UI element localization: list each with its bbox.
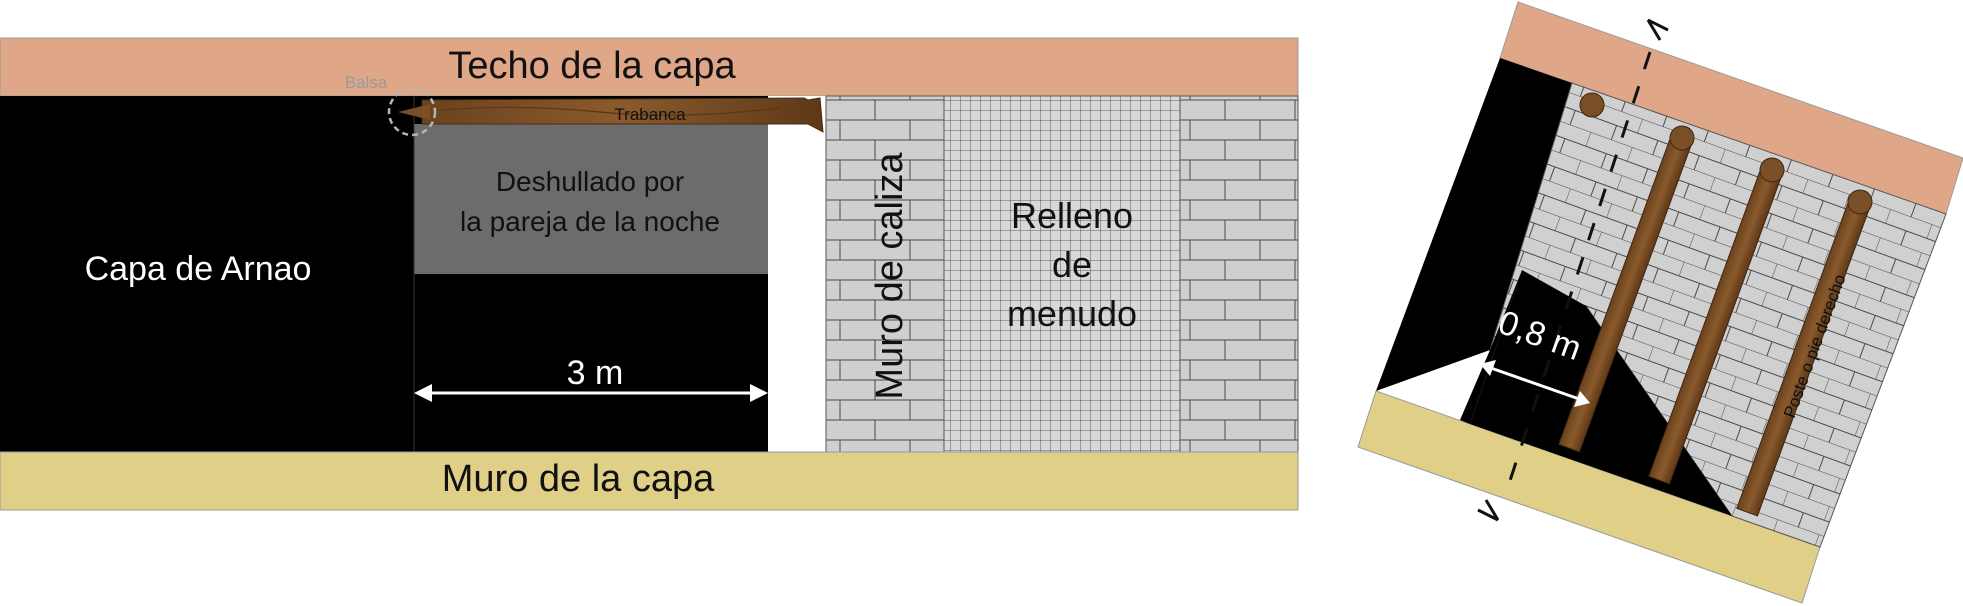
- roof-layer: [0, 37, 1299, 97]
- post-2: [1648, 157, 1785, 485]
- width-arrow: [414, 384, 768, 402]
- post-1: [1558, 125, 1695, 453]
- floor-layer: [0, 451, 1299, 511]
- crossbar-end: [1579, 92, 1605, 118]
- plan-floor: [1357, 390, 1821, 604]
- plan-seam: [1376, 58, 1572, 391]
- fill-label-3: menudo: [1007, 293, 1137, 334]
- width-label: 3 m: [567, 354, 624, 392]
- crossbar-label: Trabanca: [614, 105, 686, 124]
- limestone-wall-left: [825, 95, 945, 453]
- crossbar: [398, 97, 824, 133]
- seam-label: Capa de Arnao: [85, 250, 312, 288]
- raft-label: Balsa: [345, 73, 388, 92]
- post-3: [1736, 189, 1873, 517]
- limestone-wall-right: [1179, 95, 1299, 453]
- right-section: 0,8 m Poste o pie derecho: [1357, 1, 1963, 604]
- section-line: [1503, 51, 1652, 497]
- section-arrow-bottom: [1477, 499, 1500, 522]
- gap-arrow: [1480, 360, 1590, 407]
- fill-label-2: de: [1052, 244, 1092, 285]
- mined-area: [414, 124, 768, 274]
- fill-area: [943, 95, 1181, 453]
- wall-label: Muro de caliza: [869, 152, 911, 400]
- raft-marker: [387, 87, 437, 137]
- roof-label: Techo de la capa: [448, 45, 736, 87]
- left-section: Techo de la capa Capa de Arnao Deshullad…: [0, 37, 1299, 511]
- plan-gap: [1460, 270, 1522, 424]
- mined-label-1: Deshullado por: [496, 166, 684, 197]
- mined-label-2: la pareja de la noche: [460, 206, 720, 237]
- open-gap: [768, 96, 826, 452]
- fill-label-1: Relleno: [1011, 195, 1133, 236]
- floor-label: Muro de la capa: [442, 458, 715, 500]
- section-arrow-top: [1646, 18, 1669, 41]
